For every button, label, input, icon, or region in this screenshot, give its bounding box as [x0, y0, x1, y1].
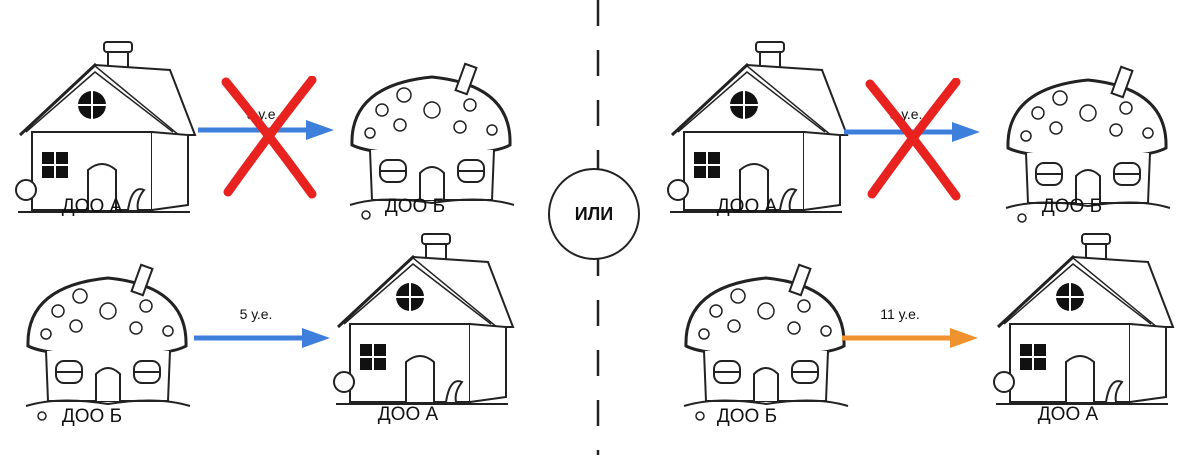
or-circle: ИЛИ	[548, 168, 640, 260]
house-label-from: ДОО Б	[716, 406, 778, 427]
cottage-house-icon	[992, 232, 1175, 406]
transfer-arrow-orange	[842, 328, 978, 348]
cross-out-icon	[864, 78, 964, 202]
house-label-from: ДОО А	[716, 196, 778, 217]
cottage-house-icon	[332, 232, 515, 406]
house-label-from: ДОО А	[61, 196, 123, 217]
house-label-to: ДОО А	[377, 404, 439, 425]
cottage-house-icon	[666, 40, 849, 214]
house-label-to: ДОО Б	[384, 196, 446, 217]
house-label-to: ДОО А	[1037, 404, 1099, 425]
mushroom-house-icon	[24, 263, 192, 422]
or-label: ИЛИ	[574, 203, 614, 224]
cross-out-icon	[220, 76, 320, 200]
transfer-arrow	[198, 120, 334, 140]
price-label: 5 у.е.	[239, 306, 273, 322]
mushroom-house-icon	[682, 263, 850, 422]
house-label-from: ДОО Б	[61, 406, 123, 427]
price-label: 11 у.е.	[880, 306, 920, 322]
transfer-arrow	[194, 328, 330, 348]
transfer-arrow	[844, 122, 980, 142]
house-label-to: ДОО Б	[1041, 196, 1103, 217]
cottage-house-icon	[14, 40, 197, 214]
dashed-divider	[596, 0, 600, 455]
